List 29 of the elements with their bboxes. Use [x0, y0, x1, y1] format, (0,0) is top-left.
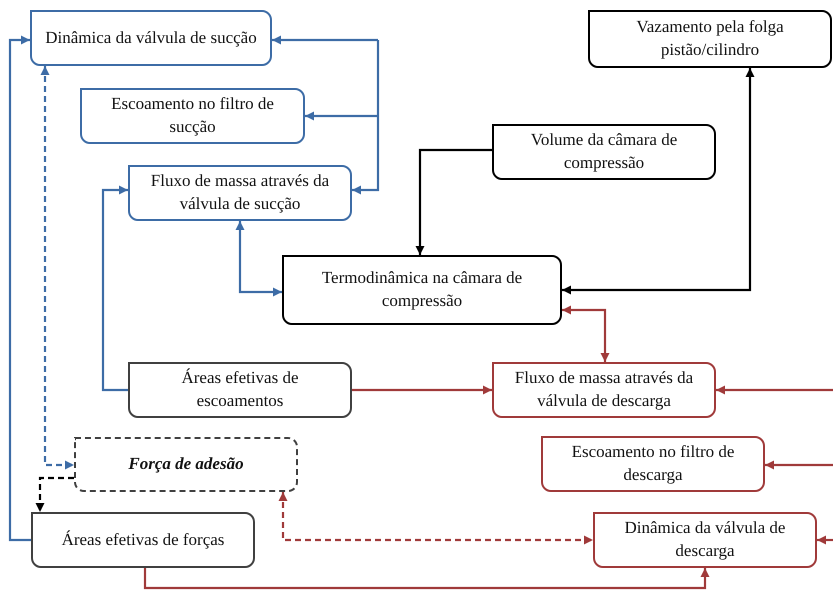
dashed-arrow — [278, 492, 593, 544]
process-box: Termodinâmica na câmara de compressão — [282, 255, 562, 325]
process-box: Áreas efetivas de forças — [31, 512, 255, 568]
process-box: Fluxo de massa através da válvula de sucção — [128, 165, 352, 221]
arrow — [272, 36, 378, 44]
arrow — [765, 460, 833, 470]
process-box: Vazamento pela folga pistão/cilindro — [588, 10, 832, 68]
process-box: Volume da câmara de compressão — [492, 124, 716, 180]
arrow — [305, 112, 378, 120]
arrow — [102, 186, 128, 392]
process-box: Fluxo de massa através da válvula de descarga — [492, 362, 716, 418]
process-box: Escoamento no filtro de sucção — [80, 88, 305, 144]
arrow — [416, 148, 492, 255]
process-box: Áreas efetivas de escoamentos — [128, 362, 352, 418]
process-box: Dinâmica da válvula de descarga — [593, 512, 817, 568]
arrow — [8, 36, 31, 542]
arrow — [352, 40, 380, 194]
arrow — [352, 386, 492, 394]
arrow — [716, 386, 833, 394]
arrow — [562, 68, 754, 294]
arrow — [817, 536, 833, 544]
arrow — [144, 568, 710, 590]
arrow — [562, 306, 610, 362]
dashed-arrow — [40, 66, 74, 470]
process-box: Escoamento no filtro de descarga — [541, 436, 765, 492]
dashed-arrow — [36, 476, 74, 512]
process-box: Força de adesão — [74, 437, 298, 492]
process-box: Dinâmica da válvula de sucção — [30, 10, 272, 66]
arrow — [236, 221, 282, 296]
